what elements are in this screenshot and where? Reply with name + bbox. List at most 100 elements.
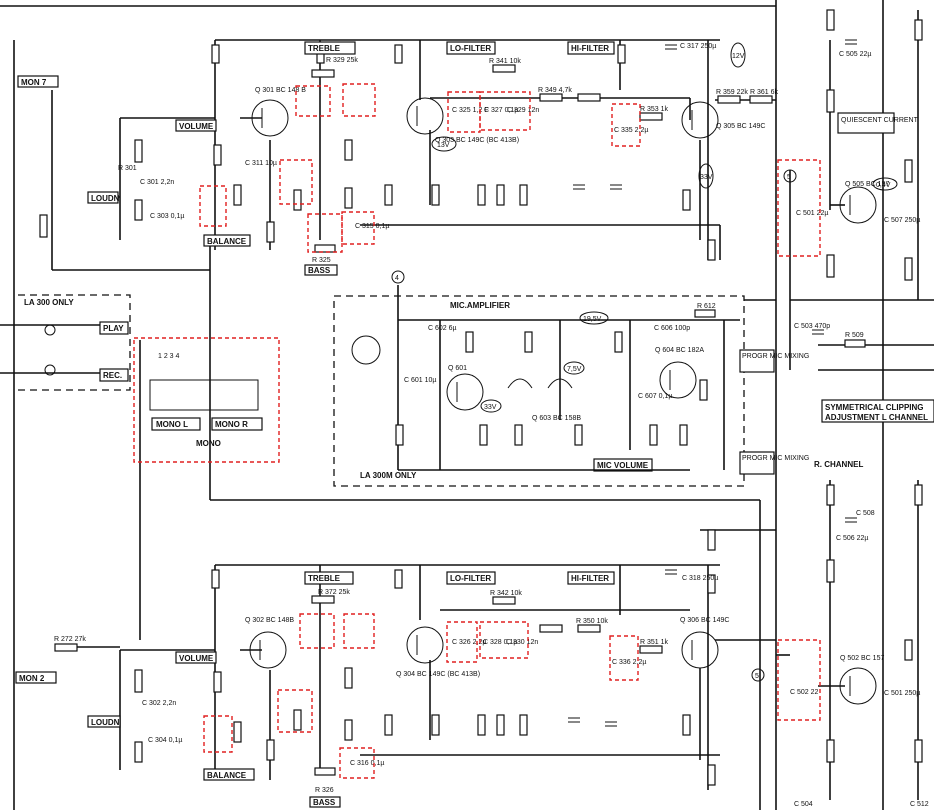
highlight-c312 [277, 689, 313, 733]
c503-label: C 503 470p [794, 323, 830, 330]
c506-label: C 506 22µ [836, 535, 868, 542]
c304-label: C 304 0,1µ [148, 737, 182, 744]
bass-label-upper: BASS [308, 266, 331, 275]
r353-label: R 353 1k [640, 106, 669, 113]
r359-label: R 359 22k [716, 89, 748, 96]
hi-filter-label-lower: HI-FILTER [571, 574, 609, 583]
c317-label: C 317 250µ [680, 43, 716, 50]
q502-label: Q 502 BC 157 [840, 655, 884, 662]
c505-label: C 505 22µ [839, 51, 871, 58]
r361-label: R 361 6k [750, 89, 779, 96]
c607-label: C 607 0,1µ [638, 393, 672, 400]
c501-label: C 501 22µ [796, 210, 828, 217]
c602-label: C 602 6µ [428, 325, 457, 332]
lo-filter-box-upper [446, 41, 496, 55]
mic-amplifier: MIC.AMPLIFIER LA 300M ONLY MIC VOLUME 4 [333, 270, 809, 487]
highlight-c317 [295, 85, 331, 117]
mono7-label: MON 7 [21, 78, 47, 87]
bass-box-upper [304, 264, 338, 276]
marker-5-lower: 5 [755, 673, 759, 680]
voltage-19v5: 19,5V [583, 316, 602, 323]
q303-label: Q 303 BC 149C (BC 413B) [435, 137, 519, 144]
c504-label: C 504 [794, 801, 813, 808]
r-channel-label: R. CHANNEL [814, 460, 863, 469]
r329-label: R 329 25k [326, 57, 358, 64]
rec-label: REC. [103, 371, 122, 380]
q505-label: Q 505 BC 157 [845, 181, 889, 188]
mic-volume-label: MIC VOLUME [597, 461, 649, 470]
mono-label: MONO [196, 439, 221, 448]
highlight-c320-lower [343, 613, 375, 649]
left-panel: LA 300 ONLY PLAY REC. 1 2 3 4 MONO L MON… [0, 294, 280, 463]
mono2-label: MON 2 [19, 674, 45, 683]
r301-label: R 301 [118, 165, 137, 172]
clipping-label-1: SYMMETRICAL CLIPPING [825, 403, 924, 412]
lo-filter-label-lower: LO-FILTER [450, 574, 491, 583]
highlight-c311 [279, 159, 313, 205]
loudn-label-lower: LOUDN [91, 718, 120, 727]
highlight-c335 [611, 103, 641, 147]
c316-label: C 316 0,1µ [350, 760, 384, 767]
hi-filter-label-upper: HI-FILTER [571, 44, 609, 53]
pin-numbers: 1 2 3 4 [158, 353, 180, 360]
r325-label: R 325 [312, 257, 331, 264]
c303-label: C 303 0,1µ [150, 213, 184, 220]
c507-label: C 507 250µ [884, 217, 920, 224]
play-label: PLAY [103, 324, 124, 333]
c601-label: C 601 10µ [404, 377, 436, 384]
r349-label: R 349 4,7k [538, 87, 572, 94]
highlight-balance-upper [199, 185, 227, 227]
treble-box-upper [304, 41, 356, 55]
highlight-c336 [609, 635, 639, 681]
q304-label: Q 304 BC 149C (BC 413B) [396, 671, 480, 678]
r341-label: R 341 10k [489, 58, 521, 65]
highlight-mono-switch [133, 337, 280, 463]
progr-mic-mixing-upper: PROGR MIC MIXING [742, 353, 809, 360]
c329-label: C 329 12n [507, 107, 539, 114]
highlight-balance-lower [203, 715, 233, 753]
mono-r-label: MONO R [215, 420, 248, 429]
voltage-33v-mic: 33V [484, 404, 497, 411]
lower-channel: TREBLE LO-FILTER HI-FILTER VOLUME BALANC… [15, 529, 790, 808]
q302-label: Q 302 BC 148B [245, 617, 294, 624]
c327-label: C 327 0,1µ [484, 107, 518, 114]
voltage-0v4: 0,4V [876, 182, 891, 189]
loudn-label-upper: LOUDN [91, 194, 120, 203]
r509-label: R 509 [845, 332, 864, 339]
balance-label-upper: BALANCE [207, 237, 247, 246]
r350-label: R 350 10k [576, 618, 608, 625]
voltage-33v-upper: 33V [700, 174, 713, 181]
c318-label: C 318 250µ [682, 575, 718, 582]
c336-label: C 336 2,2µ [612, 659, 646, 666]
highlight-c316 [339, 747, 375, 779]
volume-label-lower: VOLUME [179, 654, 214, 663]
highlight-c328-c330 [479, 621, 529, 659]
highlight-c501 [777, 159, 821, 257]
balance-label-lower: BALANCE [207, 771, 247, 780]
right-side: QUIESCENT CURRENT SYMMETRICAL CLIPPING A… [751, 9, 934, 808]
balance-box-upper [203, 234, 251, 247]
mono7-box [17, 75, 59, 88]
c512-label: C 512 [910, 801, 929, 808]
c328-label: C 328 0,1µ [483, 639, 517, 646]
q301-label: Q 301 BC 148 B [255, 87, 306, 94]
mic-amplifier-title: MIC.AMPLIFIER [450, 301, 510, 310]
r372-label: R 372 25k [318, 589, 350, 596]
treble-label-upper: TREBLE [308, 44, 341, 53]
lo-filter-label-upper: LO-FILTER [450, 44, 491, 53]
quiescent-box [837, 112, 895, 134]
r342-label: R 342 10k [490, 590, 522, 597]
c606-label: C 606 100p [654, 325, 690, 332]
c301-label: C 301 2,2n [140, 179, 174, 186]
highlight-c326 [446, 621, 478, 663]
c302-label: C 302 2,2n [142, 700, 176, 707]
q306-label: Q 306 BC 149C [680, 617, 729, 624]
mic-only-label: LA 300M ONLY [360, 471, 417, 480]
highlight-c327-c329 [479, 91, 531, 131]
highlight-c315 [341, 211, 375, 245]
bass-label-lower: BASS [313, 798, 336, 807]
marker-5-upper: 5 [787, 174, 791, 181]
voltage-13v: 13V [437, 142, 450, 149]
voltage-7v5: 7,5V [567, 366, 582, 373]
